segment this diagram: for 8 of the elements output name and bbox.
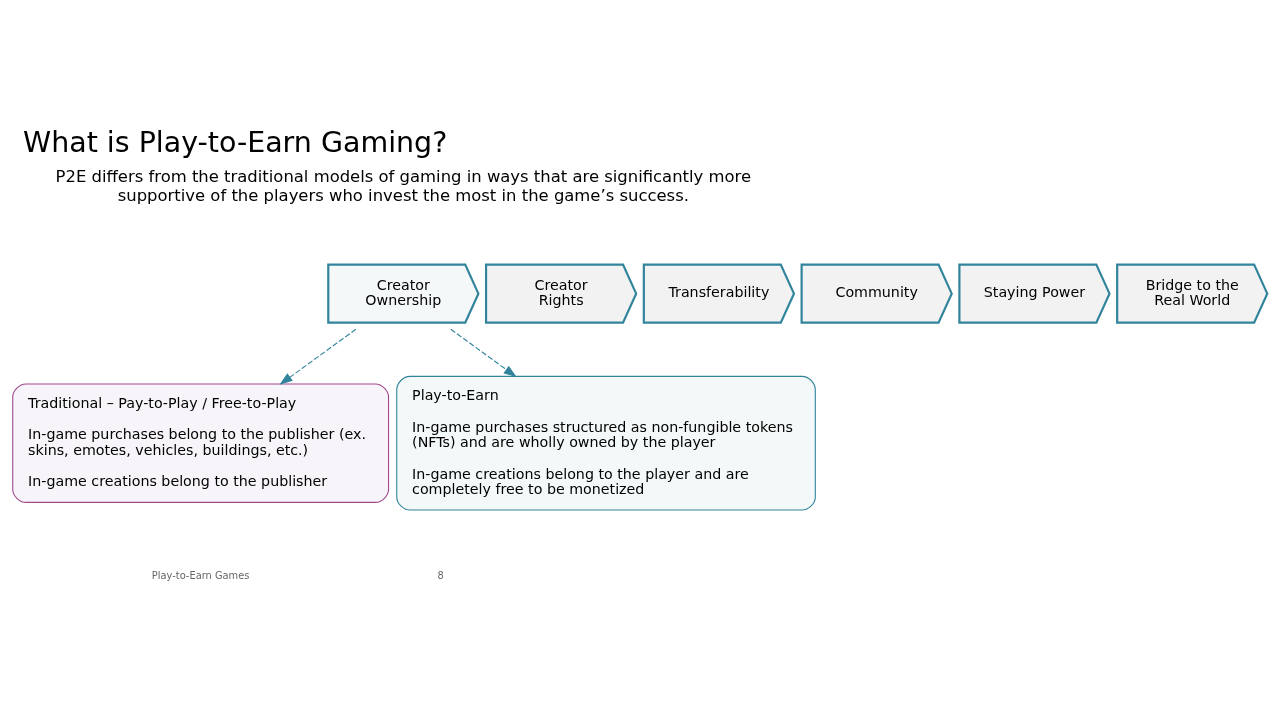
- arrow: [279, 328, 357, 385]
- label: 8: [437, 569, 444, 581]
- node-box: Play-to-Earn In-game purchases structured as non-fungible tokens (NFTs) and are wholly owned by the player In-game creations belong to the player and are completely free to be monetized: [396, 375, 816, 511]
- arrow: [450, 328, 517, 377]
- node-box: Traditional – Pay-to-Play / Free-to-Play In-game purchases belong to the publisher (ex. skins, emotes, vehicles, buildings, etc.) In-game creations belong to the publisher: [12, 383, 390, 503]
- diagram-title: What is Play-to-Earn Gaming?: [23, 125, 448, 159]
- label: Play-to-Earn Games: [151, 569, 250, 581]
- label: P2E differs from the traditional models of gaming in ways that are significantly more supportive of the players who invest the most in the game’s success.: [55, 166, 752, 205]
